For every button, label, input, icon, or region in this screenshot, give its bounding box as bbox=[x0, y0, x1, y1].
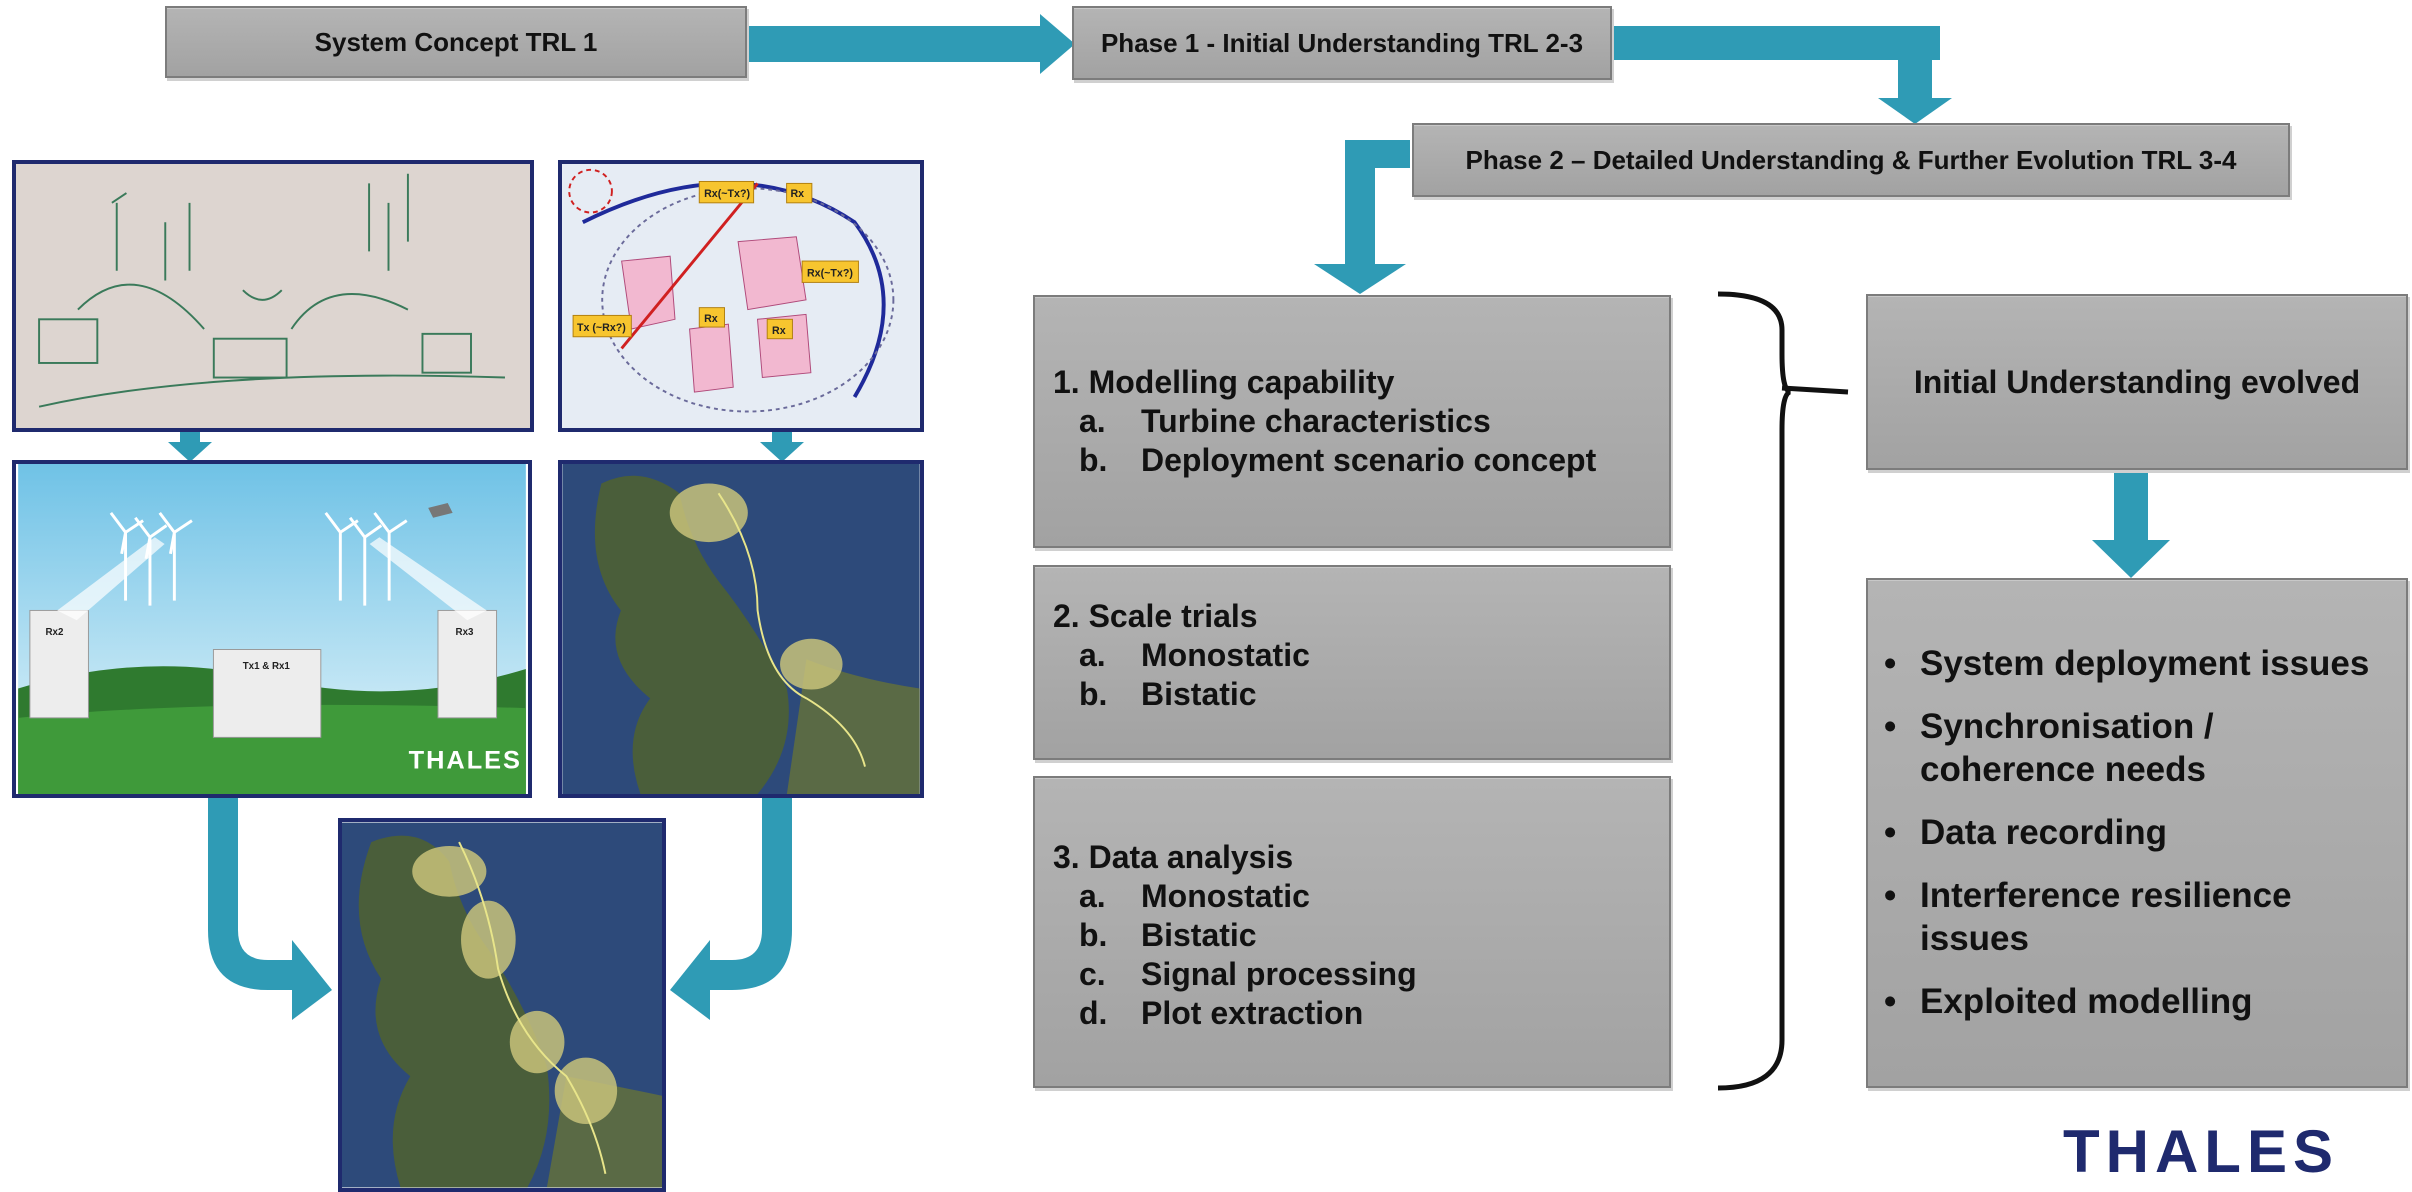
radar-label-rx: Rx bbox=[772, 325, 786, 337]
concept-label: System Concept TRL 1 bbox=[314, 26, 598, 57]
radar-map-drawing: Rx(~Tx?) Rx Rx(~Tx?) Tx (~Rx?) Rx Rx bbox=[563, 164, 919, 428]
combined-map-image bbox=[338, 818, 666, 1192]
phase1-label: Phase 1 - Initial Understanding TRL 2-3 bbox=[1100, 27, 1584, 58]
phase2-box: Phase 2 – Detailed Understanding & Furth… bbox=[1412, 123, 2290, 197]
sketch-drawing bbox=[38, 173, 506, 408]
analysis-heading: 3. Data analysis bbox=[1053, 839, 1294, 875]
trials-item: b.Bistatic bbox=[1079, 676, 1257, 712]
issues-panel: •System deployment issues •Synchronisati… bbox=[1866, 578, 2408, 1088]
system-illustration-image: Tx1 & Rx1 Rx2 Rx3 THALES bbox=[12, 460, 532, 798]
radar-label-rx: Rx bbox=[704, 313, 718, 325]
trials-heading: 2. Scale trials bbox=[1053, 598, 1258, 634]
issue-item: •Exploited modelling bbox=[1884, 982, 2253, 1021]
illustration-drawing: Tx1 & Rx1 Rx2 Rx3 THALES bbox=[18, 464, 526, 794]
route-map-image bbox=[558, 460, 924, 798]
evolved-title: Initial Understanding evolved bbox=[1913, 363, 2361, 400]
radar-map-image: Rx(~Tx?) Rx Rx(~Tx?) Tx (~Rx?) Rx Rx bbox=[558, 160, 924, 432]
combined-map-drawing bbox=[342, 822, 662, 1188]
trials-panel: 2. Scale trials a.Monostatic b.Bistatic bbox=[1033, 565, 1671, 760]
illustration-center-label: Tx1 & Rx1 bbox=[243, 661, 291, 672]
issue-item: •System deployment issues bbox=[1884, 644, 2370, 683]
modelling-heading: 1. Modelling capability bbox=[1053, 364, 1395, 400]
issue-item: •Interference resilience issues bbox=[1884, 876, 2292, 958]
modelling-item: b.Deployment scenario concept bbox=[1079, 442, 1597, 478]
illustration-logo: THALES bbox=[409, 747, 522, 775]
radar-label-tx: Tx (~Rx?) bbox=[577, 322, 626, 334]
radar-label-rxtx: Rx(~Tx?) bbox=[704, 188, 750, 200]
radar-label-rx: Rx bbox=[791, 188, 805, 200]
issue-item: •Synchronisation / coherence needs bbox=[1884, 707, 2214, 789]
modelling-panel: 1. Modelling capability a.Turbine charac… bbox=[1033, 295, 1671, 548]
thales-logo: THALES bbox=[2063, 1118, 2339, 1185]
concept-box: System Concept TRL 1 bbox=[165, 6, 747, 78]
analysis-item: b.Bistatic bbox=[1079, 917, 1257, 953]
trials-item: a.Monostatic bbox=[1079, 637, 1310, 673]
phase1-box: Phase 1 - Initial Understanding TRL 2-3 bbox=[1072, 6, 1612, 80]
radar-label-rxtx: Rx(~Tx?) bbox=[807, 268, 853, 280]
analysis-panel: 3. Data analysis a.Monostatic b.Bistatic… bbox=[1033, 776, 1671, 1088]
analysis-item: d.Plot extraction bbox=[1079, 995, 1364, 1031]
analysis-item: a.Monostatic bbox=[1079, 878, 1310, 914]
analysis-item: c.Signal processing bbox=[1079, 956, 1417, 992]
illustration-left-label: Rx2 bbox=[45, 627, 63, 638]
issue-item: •Data recording bbox=[1884, 813, 2167, 852]
phase2-label: Phase 2 – Detailed Understanding & Furth… bbox=[1465, 144, 2237, 175]
concept-sketch-image bbox=[12, 160, 534, 432]
modelling-item: a.Turbine characteristics bbox=[1079, 403, 1491, 439]
evolved-box: Initial Understanding evolved bbox=[1866, 294, 2408, 470]
illustration-right-label: Rx3 bbox=[456, 627, 474, 638]
route-map-drawing bbox=[562, 464, 920, 794]
